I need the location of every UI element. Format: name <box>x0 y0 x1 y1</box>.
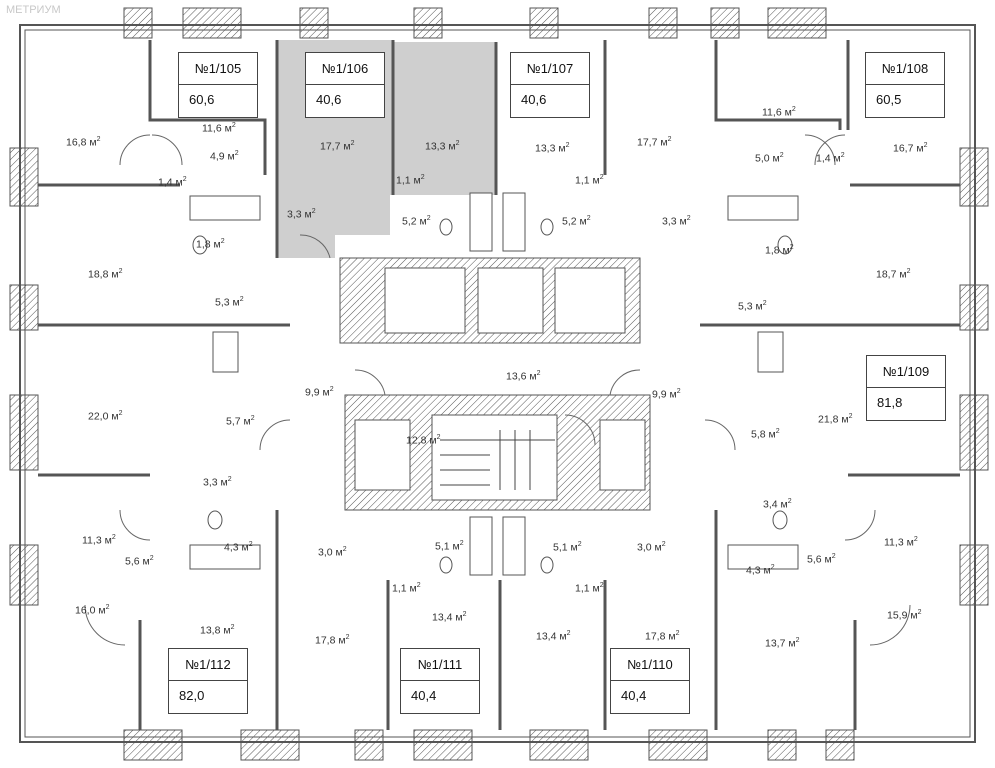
room-area-label: 5,3 м2 <box>738 300 767 313</box>
apartment-card-112[interactable]: №1/112 82,0 <box>168 648 248 714</box>
apartment-number: №1/110 <box>611 649 689 681</box>
apartment-card-106[interactable]: №1/106 40,6 <box>305 52 385 118</box>
room-area-label: 13,8 м2 <box>200 624 235 637</box>
apartment-number: №1/109 <box>867 356 945 388</box>
room-area-label: 3,0 м2 <box>318 546 347 559</box>
apartment-area: 40,6 <box>316 92 342 107</box>
apartment-number: №1/106 <box>306 53 384 85</box>
room-area-label: 9,9 м2 <box>305 386 334 399</box>
apartment-card-109[interactable]: №1/109 81,8 <box>866 355 946 421</box>
apartment-area: 40,4 <box>411 688 437 703</box>
apartment-card-107[interactable]: №1/107 40,6 <box>510 52 590 118</box>
apartment-number: №1/112 <box>169 649 247 681</box>
room-area-label: 5,1 м2 <box>435 540 464 553</box>
room-area-label: 1,8 м2 <box>765 244 794 257</box>
room-area-label: 17,7 м2 <box>320 140 355 153</box>
interior-walls <box>38 40 960 730</box>
room-area-label: 5,0 м2 <box>755 152 784 165</box>
room-area-label: 11,6 м2 <box>762 106 796 119</box>
room-area-label: 1,1 м2 <box>396 174 425 187</box>
apartment-area: 60,5 <box>876 92 902 107</box>
room-area-label: 11,3 м2 <box>884 536 918 549</box>
room-area-label: 13,3 м2 <box>535 142 570 155</box>
room-area-label: 1,1 м2 <box>575 174 604 187</box>
room-area-label: 4,9 м2 <box>210 150 239 163</box>
room-area-label: 17,7 м2 <box>637 136 672 149</box>
apartment-number: №1/108 <box>866 53 944 85</box>
apartment-card-110[interactable]: №1/110 40,4 <box>610 648 690 714</box>
room-area-label: 11,6 м2 <box>202 122 236 135</box>
apartment-area: 40,6 <box>521 92 547 107</box>
room-area-label: 13,3 м2 <box>425 140 460 153</box>
room-area-label: 1,4 м2 <box>816 152 845 165</box>
room-area-label: 12,8 м2 <box>406 434 441 447</box>
room-area-label: 13,7 м2 <box>765 637 800 650</box>
bath-fixtures <box>189 192 799 576</box>
room-area-label: 5,6 м2 <box>125 555 154 568</box>
room-area-label: 5,7 м2 <box>226 415 255 428</box>
room-area-label: 13,4 м2 <box>432 611 467 624</box>
room-area-label: 17,8 м2 <box>645 630 680 643</box>
room-area-label: 22,0 м2 <box>88 410 123 423</box>
apartment-card-108[interactable]: №1/108 60,5 <box>865 52 945 118</box>
room-area-label: 16,8 м2 <box>66 136 101 149</box>
room-area-label: 4,3 м2 <box>224 541 253 554</box>
room-area-label: 5,8 м2 <box>751 428 780 441</box>
stair <box>440 430 555 490</box>
apartment-area: 82,0 <box>179 688 205 703</box>
apartment-number: №1/107 <box>511 53 589 85</box>
room-area-label: 13,4 м2 <box>536 630 571 643</box>
room-area-label: 18,7 м2 <box>876 268 911 281</box>
room-area-label: 1,8 м2 <box>196 238 225 251</box>
apartment-area: 81,8 <box>877 395 903 410</box>
room-area-label: 11,3 м2 <box>82 534 116 547</box>
apartment-card-111[interactable]: №1/111 40,4 <box>400 648 480 714</box>
room-area-label: 9,9 м2 <box>652 388 681 401</box>
room-area-label: 3,3 м2 <box>287 208 316 221</box>
room-area-label: 5,2 м2 <box>562 215 591 228</box>
room-area-label: 5,6 м2 <box>807 553 836 566</box>
apartment-106-wing <box>393 42 496 195</box>
central-core <box>339 257 651 511</box>
room-area-label: 13,6 м2 <box>506 370 541 383</box>
apartment-card-105[interactable]: №1/105 60,6 <box>178 52 258 118</box>
room-area-label: 16,7 м2 <box>893 142 928 155</box>
room-area-label: 16,0 м2 <box>75 604 110 617</box>
apartment-area: 60,6 <box>189 92 215 107</box>
room-area-label: 5,1 м2 <box>553 541 582 554</box>
room-area-label: 4,3 м2 <box>746 564 775 577</box>
room-area-label: 3,3 м2 <box>662 215 691 228</box>
watermark-text: МЕТРИУМ <box>6 4 61 16</box>
room-area-label: 18,8 м2 <box>88 268 123 281</box>
room-area-label: 15,9 м2 <box>887 609 922 622</box>
room-area-label: 1,1 м2 <box>392 582 421 595</box>
apartment-area: 40,4 <box>621 688 647 703</box>
room-area-label: 5,2 м2 <box>402 215 431 228</box>
room-area-label: 3,4 м2 <box>763 498 792 511</box>
window-piers <box>9 7 989 761</box>
room-area-label: 3,3 м2 <box>203 476 232 489</box>
room-area-label: 21,8 м2 <box>818 413 853 426</box>
room-area-label: 1,4 м2 <box>158 176 187 189</box>
apartment-number: №1/105 <box>179 53 257 85</box>
room-area-label: 3,0 м2 <box>637 541 666 554</box>
room-area-label: 1,1 м2 <box>575 582 604 595</box>
room-area-label: 5,3 м2 <box>215 296 244 309</box>
apartment-number: №1/111 <box>401 649 479 681</box>
room-area-label: 17,8 м2 <box>315 634 350 647</box>
door-swings <box>84 134 911 646</box>
